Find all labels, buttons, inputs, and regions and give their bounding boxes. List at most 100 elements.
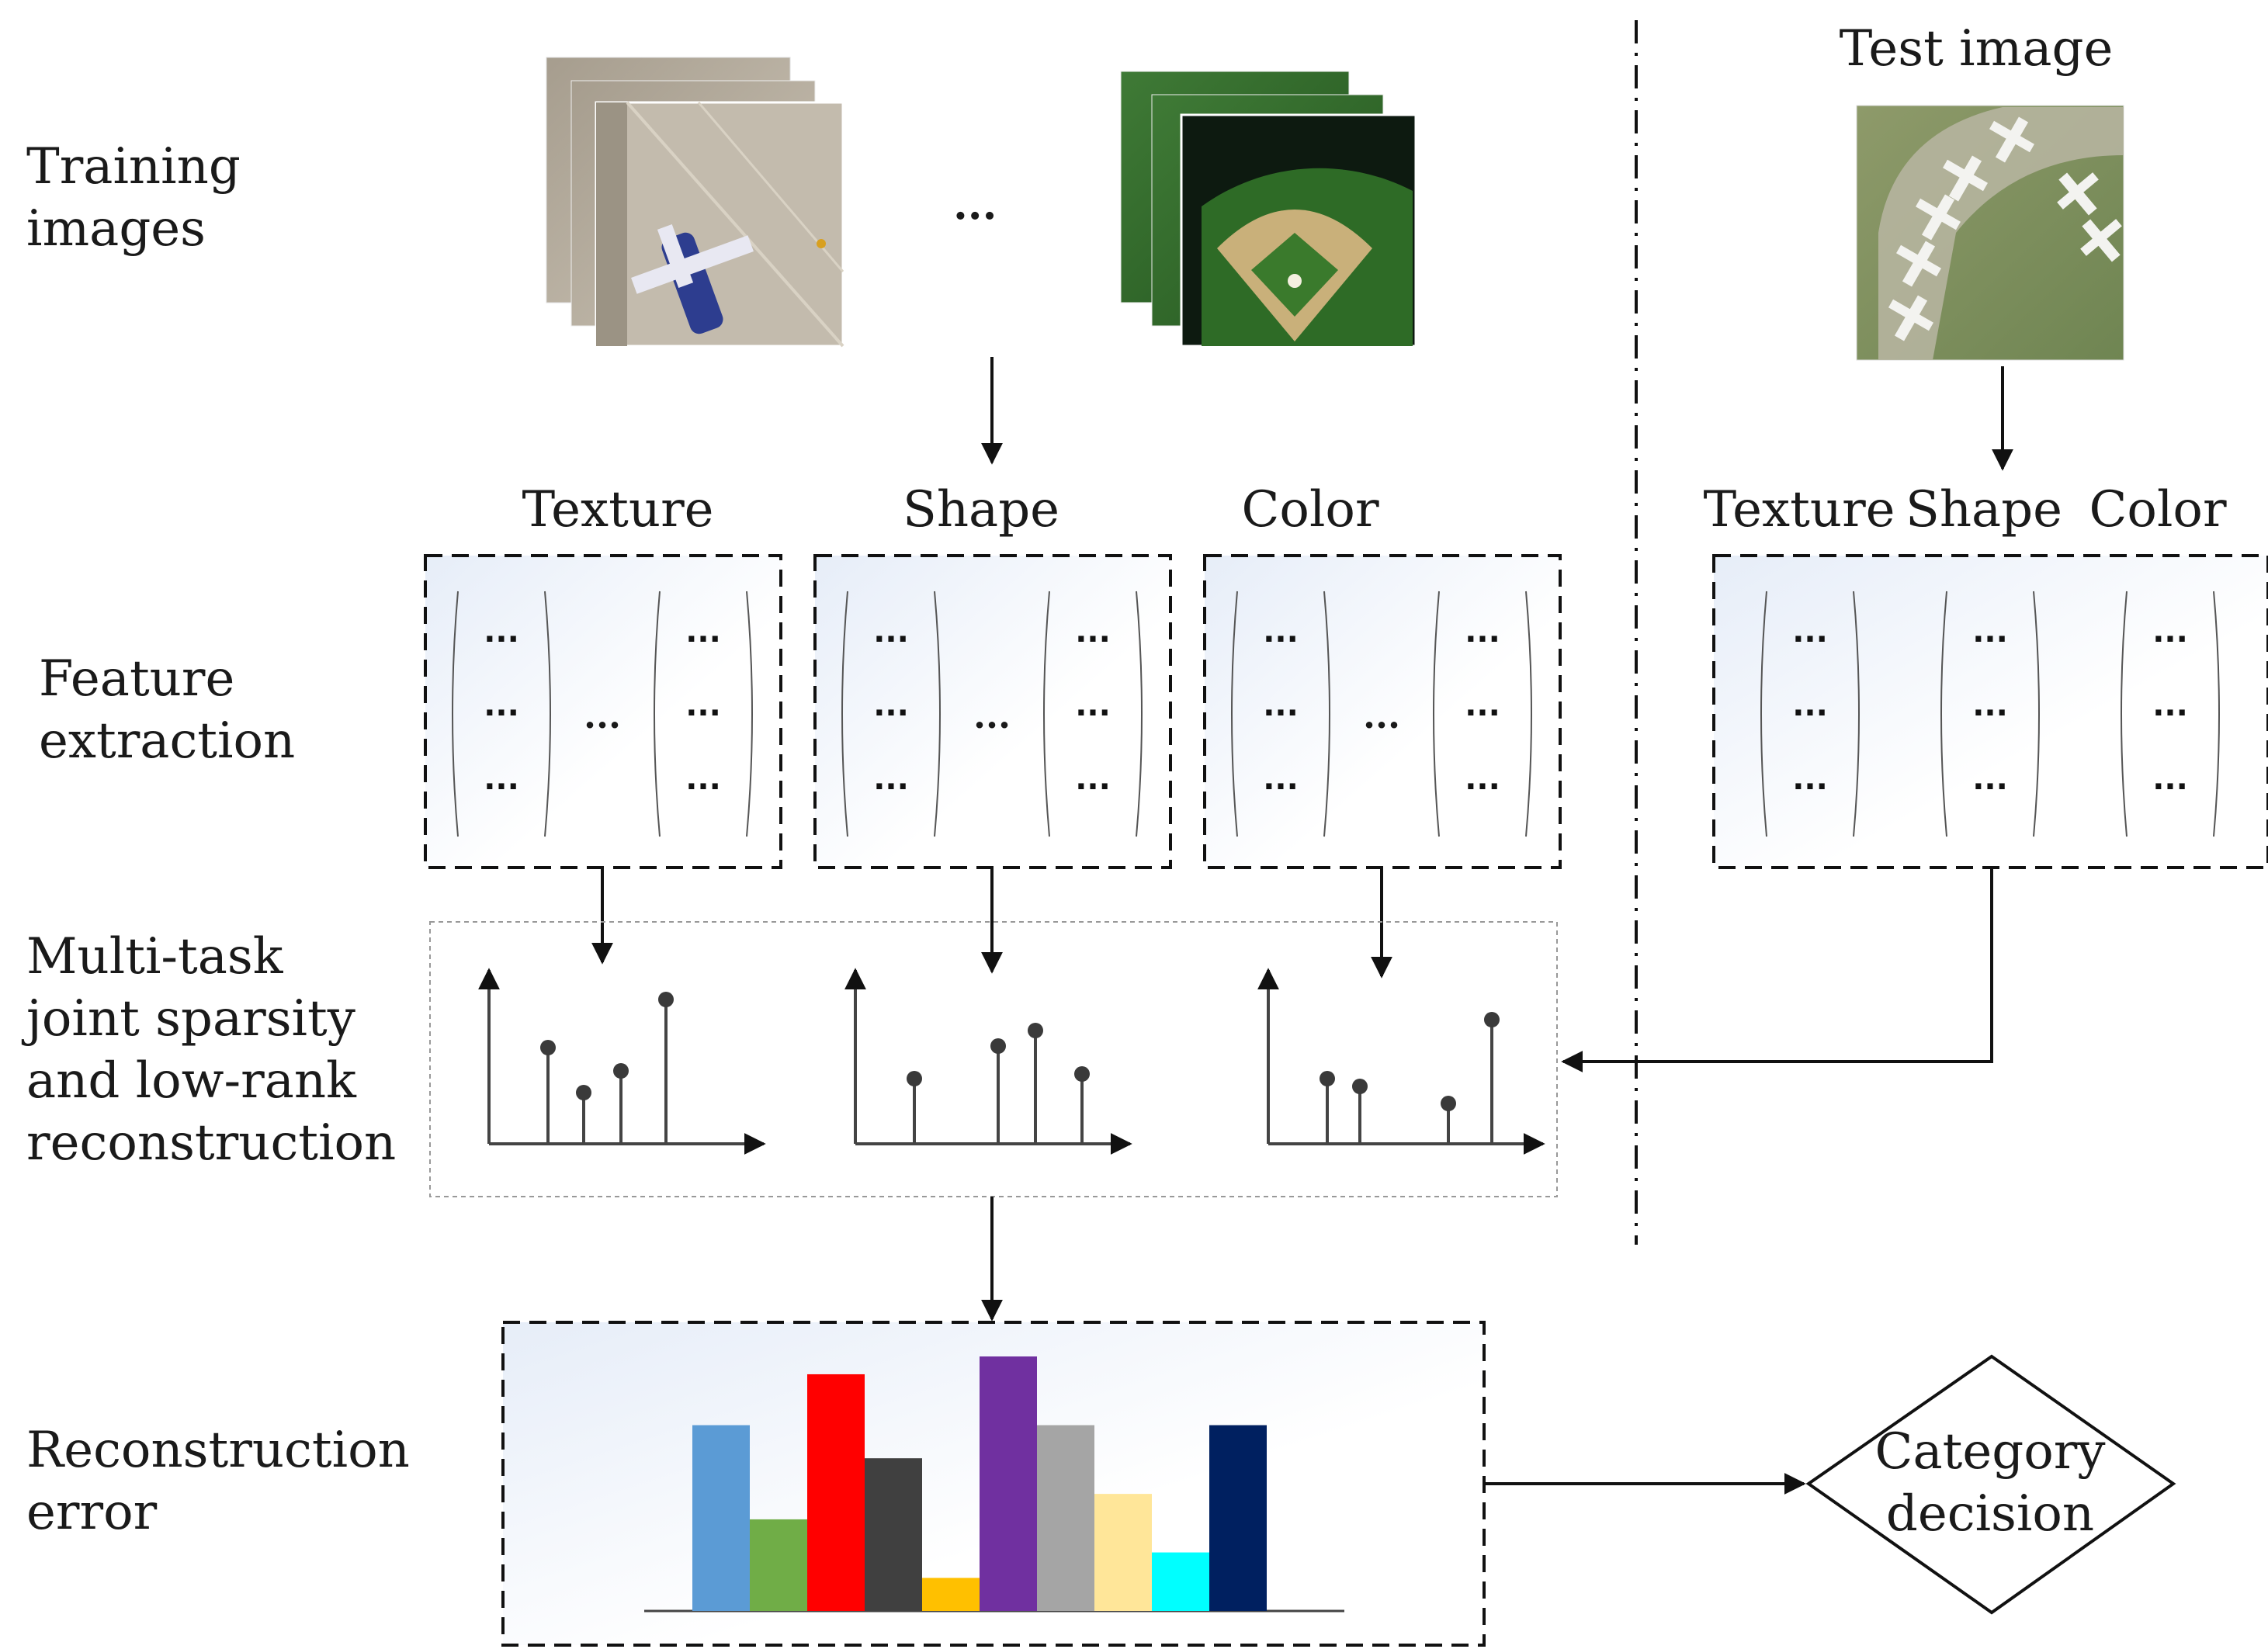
vector-dots: ··· (1075, 622, 1111, 657)
feature-box-border (424, 554, 782, 869)
feature-box-shape: ··· ··· ··· ··· ··· ···... (813, 554, 1172, 869)
feature-label-shape: Shape (903, 481, 1059, 539)
decision-line1: Category (1875, 1423, 2106, 1481)
airplane-icon (631, 223, 754, 334)
feature-box-ellipsis: ... (584, 695, 621, 736)
feature-box-ellipsis: ... (973, 695, 1011, 736)
vector-left-bracket (2121, 591, 2128, 837)
vector-dots: ··· (685, 695, 721, 731)
coefficient-point (1352, 1079, 1368, 1094)
vector-right-bracket (934, 591, 941, 837)
svg-text:Reconstruction: Reconstruction (26, 1422, 410, 1479)
sparse-plot-shape (844, 968, 1132, 1155)
vector-left-bracket (1231, 591, 1238, 837)
coefficient-point (540, 1040, 556, 1055)
vector-left-bracket (452, 591, 459, 837)
vector-dots: ··· (1972, 622, 2008, 657)
vector-right-bracket (746, 591, 753, 837)
vector-dots: ··· (1075, 769, 1111, 805)
vector-left-bracket (841, 591, 848, 837)
row-label-multitask: Multi-task joint sparsity and low-rank r… (21, 928, 396, 1172)
reconstruction-error-bars (644, 1356, 1344, 1613)
vector-right-bracket (1853, 591, 1860, 837)
vector-dots: ··· (1792, 769, 1828, 805)
training-feature-boxes: ··· ··· ··· ··· ··· ···... ··· ··· ··· ··· ··· ···.… (424, 554, 1562, 869)
svg-text:images: images (26, 200, 206, 258)
test-feature-box: ··························· (1712, 554, 2268, 869)
error-bar (807, 1374, 865, 1611)
coefficient-point (907, 1071, 922, 1086)
vector-left-bracket (1433, 591, 1440, 837)
vector-dots: ··· (484, 622, 519, 657)
vector-dots: ··· (685, 769, 721, 805)
test-image (1856, 105, 2124, 361)
svg-text:joint sparsity: joint sparsity (21, 990, 355, 1048)
vector-right-bracket (2033, 591, 2040, 837)
feature-label-texture: Texture (522, 481, 713, 539)
feature-label-color: Color (1241, 481, 1379, 539)
svg-text:reconstruction: reconstruction (26, 1114, 396, 1172)
error-bar (692, 1425, 750, 1611)
sparse-coefficient-plots (478, 968, 1545, 1155)
error-bar (980, 1356, 1037, 1611)
error-bar (1094, 1494, 1152, 1611)
vector-right-bracket (1525, 591, 1532, 837)
feature-box-color: ··················... (1203, 554, 1562, 869)
vector-dots: ··· (1263, 622, 1299, 657)
vector-left-bracket (654, 591, 661, 837)
vector-right-bracket (1323, 591, 1330, 837)
vector-left-bracket (1043, 591, 1050, 837)
vector-dots: ··· (873, 622, 909, 657)
coefficient-point (613, 1063, 629, 1079)
parked-airplanes-icon (1888, 116, 2122, 341)
vector-dots: ··· (873, 695, 909, 731)
svg-text:extraction: extraction (39, 712, 295, 770)
error-bar (922, 1578, 980, 1611)
vector-dots: ··· (1792, 622, 1828, 657)
vector-dots: ··· (873, 769, 909, 805)
coefficient-point (990, 1038, 1006, 1054)
svg-text:and low-rank: and low-rank (26, 1052, 357, 1110)
coefficient-point (1320, 1071, 1335, 1086)
training-airplane-stack (546, 57, 844, 348)
svg-text:Training: Training (26, 138, 241, 196)
vector-dots: ··· (1465, 769, 1500, 805)
error-bar (1209, 1425, 1267, 1611)
vector-dots: ··· (1792, 695, 1828, 731)
coefficient-point (1074, 1066, 1090, 1082)
error-bar (1152, 1552, 1209, 1611)
row-label-reconstruction: Reconstruction error (26, 1422, 410, 1541)
vector-dots: ··· (1972, 695, 2008, 731)
coefficient-point (576, 1085, 591, 1100)
test-to-reconstruction-arrow (1561, 868, 1993, 1072)
row-label-feature: Feature extraction (39, 650, 295, 770)
vector-left-bracket (1760, 591, 1767, 837)
coefficient-point (1441, 1096, 1456, 1111)
decision-line2: decision (1886, 1485, 2094, 1543)
test-feature-label-texture: Texture (1703, 481, 1895, 539)
error-bar (750, 1519, 807, 1611)
vector-dots: ··· (1075, 695, 1111, 731)
vector-right-bracket (1136, 591, 1143, 837)
vector-dots: ··· (1465, 695, 1500, 731)
vector-dots: ··· (484, 769, 519, 805)
vector-dots: ··· (685, 622, 721, 657)
coefficient-point (1484, 1012, 1500, 1027)
vector-dots: ··· (2152, 622, 2188, 657)
error-bar (1037, 1425, 1094, 1611)
vector-left-bracket (1940, 591, 1947, 837)
coefficient-point (1028, 1023, 1043, 1038)
category-decision-diamond: Category decision (1805, 1354, 2176, 1615)
feature-box-ellipsis: ... (1363, 695, 1400, 736)
vector-dots: ··· (1465, 622, 1500, 657)
baseball-diamond-icon (1217, 210, 1372, 341)
vector-right-bracket (544, 591, 551, 837)
training-ellipsis: ... (953, 179, 997, 229)
svg-text:Feature: Feature (39, 650, 234, 708)
vector-dots: ··· (1263, 769, 1299, 805)
coefficient-point (658, 992, 674, 1007)
vector-right-bracket (2213, 591, 2220, 837)
sparse-plot-texture (478, 968, 766, 1155)
feature-box-texture: ··················... (424, 554, 782, 869)
